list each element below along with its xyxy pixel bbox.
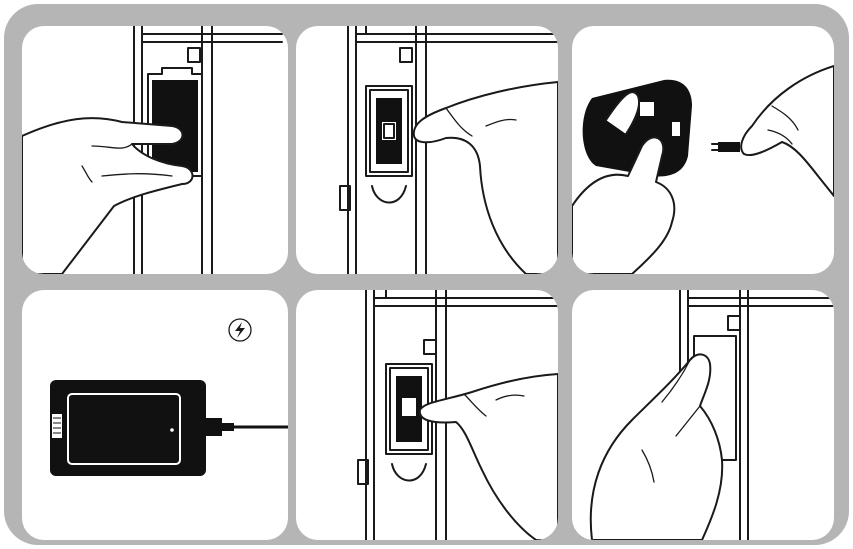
step-5-illustration [357, 290, 558, 540]
battery-pack [50, 380, 206, 476]
step-2-illustration [339, 26, 558, 274]
step-2-panel [296, 26, 558, 274]
step-1-illustration [22, 26, 283, 274]
step-3-illustration [572, 65, 834, 274]
step-4-panel [22, 290, 288, 540]
step-4-illustration [50, 318, 288, 476]
step-3-panel [572, 26, 834, 274]
step-1-panel [22, 26, 288, 274]
step-6-illustration [589, 290, 834, 540]
step-5-panel [296, 290, 558, 540]
step-6-panel [572, 290, 834, 540]
lightning-icon [228, 318, 252, 342]
